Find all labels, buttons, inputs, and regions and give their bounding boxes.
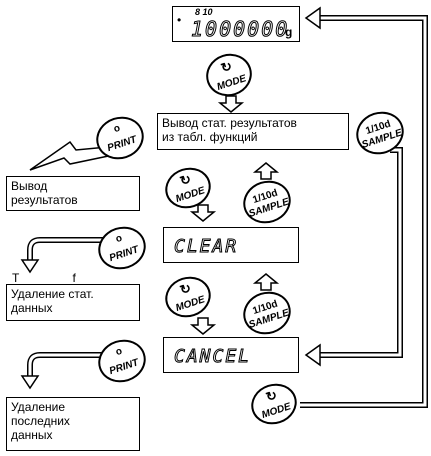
top-display: • 8 10 1000000 g [172,6,300,42]
display-small-digits: 8 10 [195,7,213,17]
lcd-clear-text: CLEAR [173,236,239,258]
down-arrow-1 [217,95,245,113]
lcd-cancel: CANCEL [163,337,299,373]
box-delete-stats: Удаление стат. данных [6,284,140,321]
box-output-stats: Вывод стат. результатов из табл. функций [157,113,349,150]
down-arrow-3 [189,317,217,335]
overlap-text: T f [12,271,76,285]
curve-arrow-cancel [27,352,105,378]
down-arrow-2 [189,204,217,222]
lcd-clear: CLEAR [163,227,299,263]
box-delete-last: Удаление последних данных [6,397,140,451]
inner-loop-arrowhead [304,343,321,367]
display-unit: g [285,25,293,39]
up-arrow-1 [252,162,280,180]
lcd-cancel-text: CANCEL [173,346,252,368]
outer-loop-arrowhead [304,6,321,30]
inner-loop-line [320,147,403,358]
up-arrow-2 [252,273,280,291]
curve-arrow-clear [27,237,105,262]
box-output-results: Вывод результатов [6,176,140,211]
display-indicator: • [177,13,182,27]
display-digits: 1000000 [190,17,290,42]
